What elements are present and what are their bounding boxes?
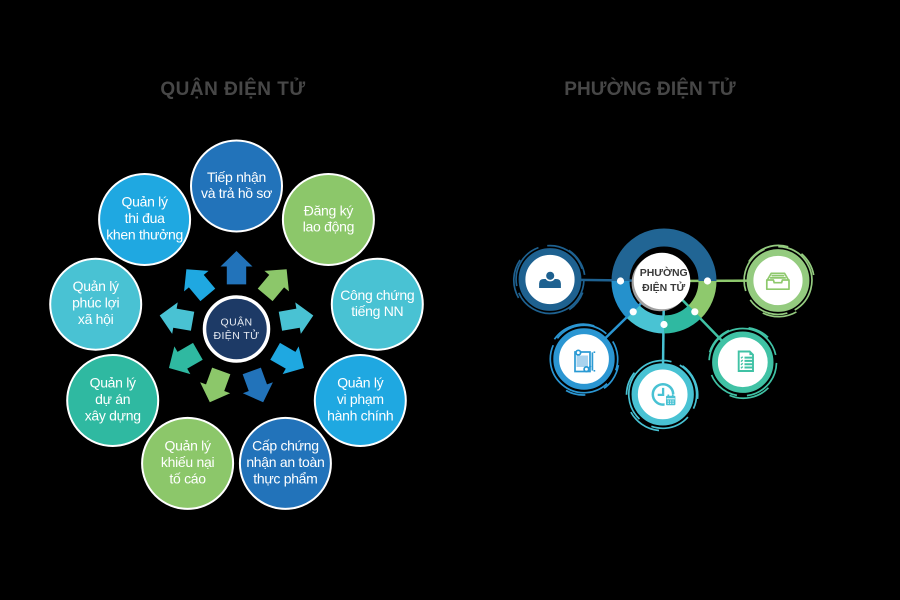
svg-text:PHƯỜNG ĐIỆN TỬ: PHƯỜNG ĐIỆN TỬ xyxy=(564,78,736,100)
svg-text:QUẬN ĐIỆN TỬ: QUẬN ĐIỆN TỬ xyxy=(160,78,305,100)
